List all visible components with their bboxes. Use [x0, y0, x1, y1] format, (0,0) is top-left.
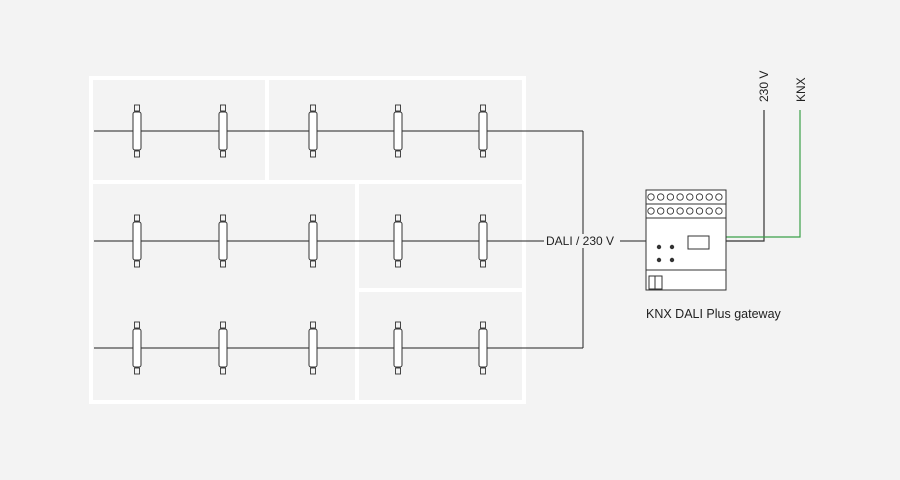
knx-wire	[726, 110, 801, 238]
luminaire-icon	[478, 321, 488, 375]
luminaire-icon	[132, 321, 142, 375]
terminal-screw-icon	[676, 207, 684, 215]
terminal-screw-icon	[695, 207, 704, 215]
terminal-screw-icon	[695, 193, 704, 201]
gateway-housing	[645, 189, 727, 291]
floor-outline	[89, 76, 526, 404]
gateway-device	[645, 189, 727, 291]
status-led	[669, 257, 675, 263]
terminal-screw-icon	[666, 207, 675, 215]
status-led	[669, 244, 675, 250]
luminaire-icon	[218, 104, 228, 158]
luminaire-icon	[393, 104, 403, 158]
terminal-screw-icon	[657, 207, 665, 215]
terminal-screw-icon	[686, 207, 694, 215]
terminal-block	[647, 193, 723, 215]
mains-wire	[726, 110, 765, 242]
luminaire-icon	[218, 214, 228, 268]
supply-lines	[726, 110, 801, 242]
luminaires	[132, 104, 488, 375]
terminal-screw-icon	[676, 193, 684, 201]
mains-label: 230 V	[757, 70, 771, 102]
status-led	[656, 244, 662, 250]
luminaire-icon	[478, 214, 488, 268]
terminal-screw-icon	[705, 207, 713, 215]
gateway-label: KNX DALI Plus gateway	[646, 307, 781, 321]
bus-label: DALI / 230 V	[544, 234, 617, 248]
status-led	[656, 257, 662, 263]
luminaire-icon	[393, 321, 403, 375]
luminaire-icon	[393, 214, 403, 268]
terminal-screw-icon	[715, 207, 723, 215]
luminaire-icon	[308, 104, 318, 158]
luminaire-icon	[308, 321, 318, 375]
gateway-display	[687, 235, 710, 250]
terminal-screw-icon	[715, 193, 723, 201]
floor-plan	[89, 76, 526, 404]
terminal-screw-icon	[686, 193, 694, 201]
terminal-screw-icon	[647, 193, 655, 201]
terminal-screw-icon	[657, 193, 665, 201]
terminal-screw-icon	[647, 207, 655, 215]
luminaire-icon	[132, 214, 142, 268]
luminaire-icon	[478, 104, 488, 158]
knx-label: KNX	[794, 77, 808, 102]
terminal-screw-icon	[666, 193, 675, 201]
terminal-screw-icon	[705, 193, 713, 201]
luminaire-icon	[132, 104, 142, 158]
luminaire-icon	[308, 214, 318, 268]
luminaire-icon	[218, 321, 228, 375]
